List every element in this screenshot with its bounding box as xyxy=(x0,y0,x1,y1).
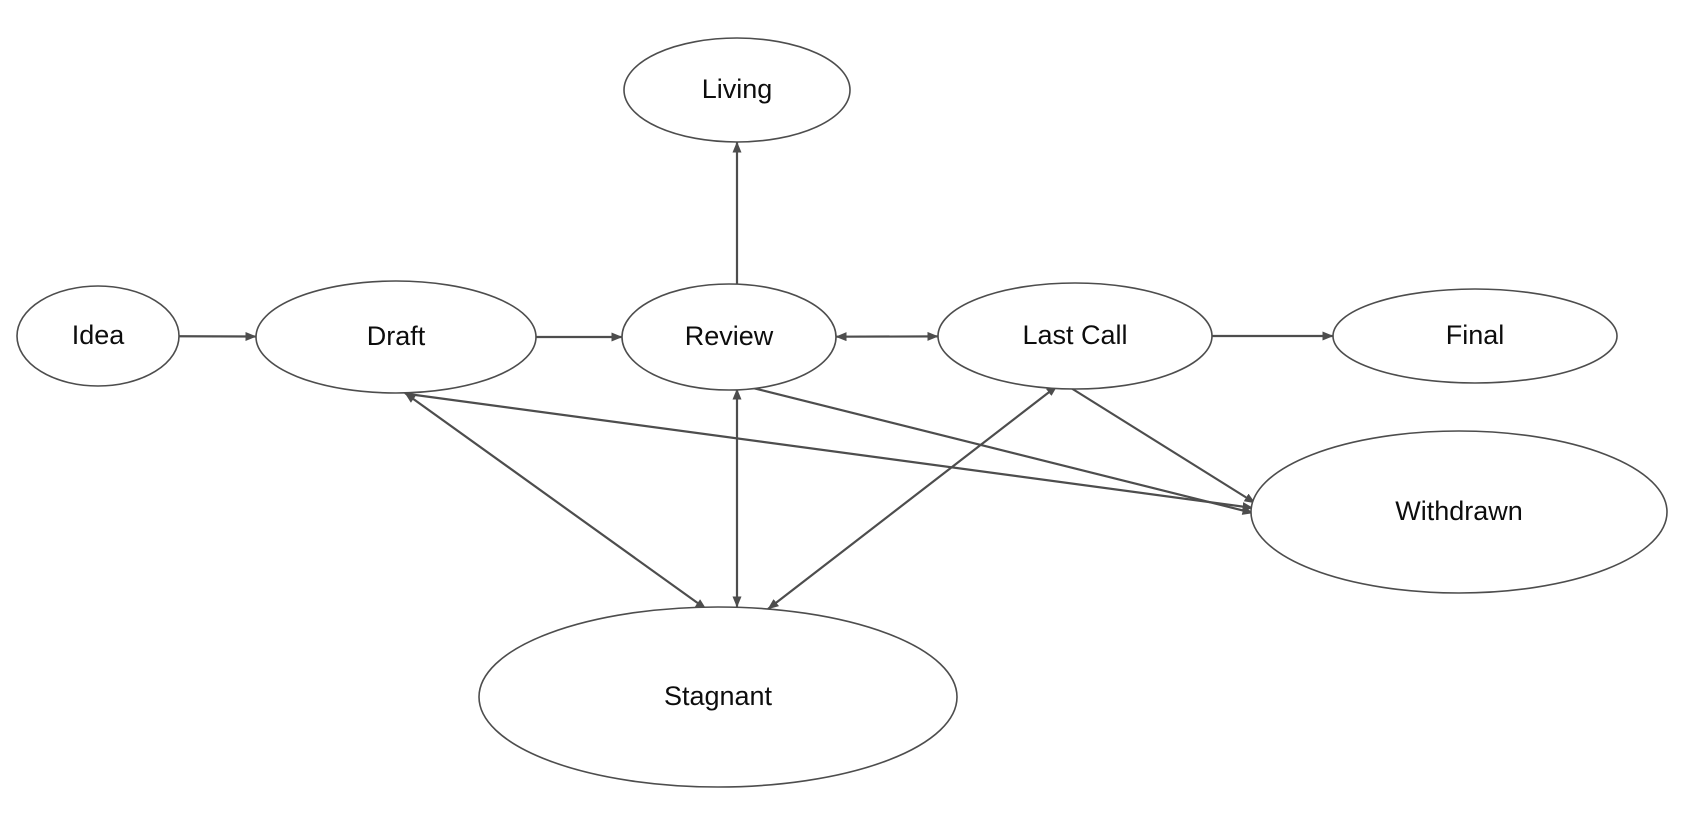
edge-review-to-withdrawn xyxy=(744,384,1254,515)
edges-layer xyxy=(178,141,1334,610)
node-idea-shape[interactable] xyxy=(16,285,180,387)
node-review-shape[interactable] xyxy=(621,283,837,391)
node-idea-label: Idea xyxy=(72,320,126,350)
node-last-call-label: Last Call xyxy=(1022,320,1127,350)
node-final[interactable]: Final xyxy=(1332,288,1618,384)
node-draft[interactable]: Draft xyxy=(255,280,537,394)
edge-draft-to-withdrawn xyxy=(407,392,1254,512)
node-idea[interactable]: Idea xyxy=(16,285,180,387)
edge-lastcall-to-stagnant xyxy=(767,385,1058,610)
node-stagnant-shape[interactable] xyxy=(478,606,958,788)
node-final-label: Final xyxy=(1446,320,1505,350)
edge-draft-to-stagnant xyxy=(404,392,707,610)
node-draft-label: Draft xyxy=(367,321,426,351)
node-living[interactable]: Living xyxy=(623,37,851,143)
node-stagnant[interactable]: Stagnant xyxy=(478,606,958,788)
node-stagnant-label: Stagnant xyxy=(664,681,773,711)
node-last-call[interactable]: Last Call xyxy=(937,282,1213,390)
nodes-layer: Idea Draft Living Review Last Call xyxy=(16,37,1668,788)
node-withdrawn[interactable]: Withdrawn xyxy=(1250,430,1668,594)
edge-lastcall-to-withdrawn xyxy=(1062,382,1256,504)
node-review-label: Review xyxy=(685,321,774,351)
node-review[interactable]: Review xyxy=(621,283,837,391)
node-final-shape[interactable] xyxy=(1332,288,1618,384)
node-living-label: Living xyxy=(702,74,773,104)
node-living-shape[interactable] xyxy=(623,37,851,143)
node-withdrawn-shape[interactable] xyxy=(1250,430,1668,594)
node-last-call-shape[interactable] xyxy=(937,282,1213,390)
node-withdrawn-label: Withdrawn xyxy=(1395,496,1523,526)
node-draft-shape[interactable] xyxy=(255,280,537,394)
